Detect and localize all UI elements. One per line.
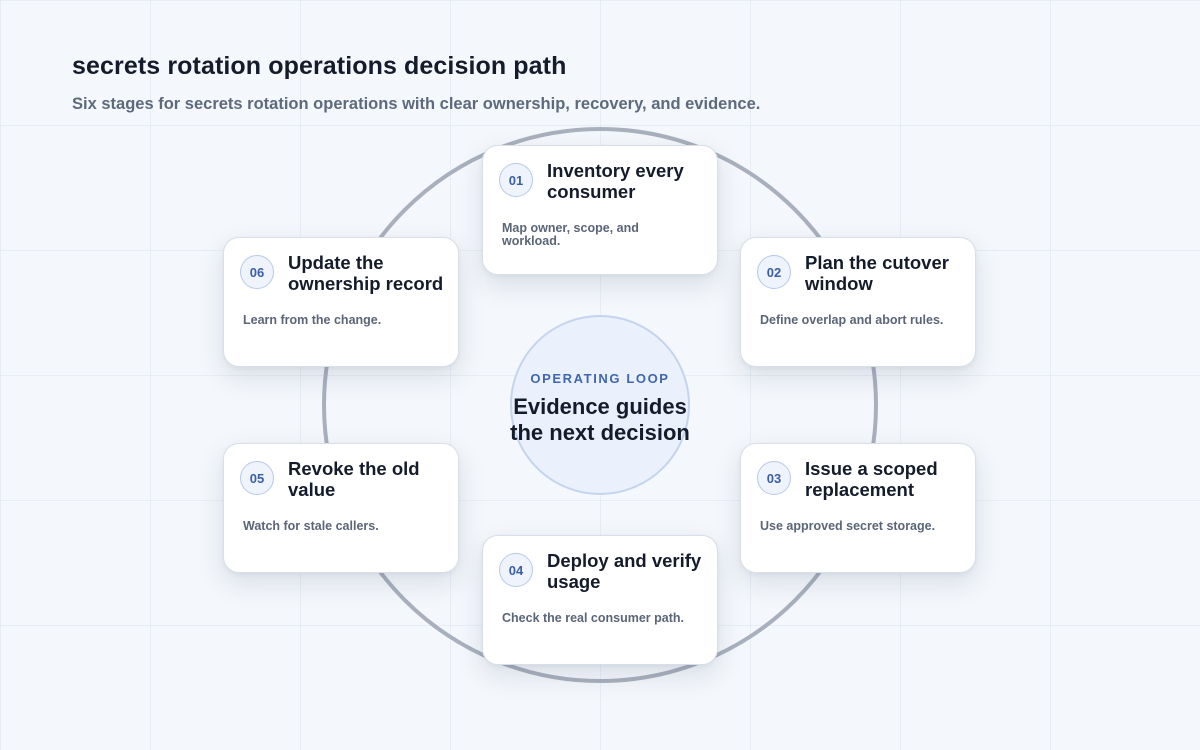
loop-ring-path xyxy=(322,127,878,683)
stage-title: Update the ownership record xyxy=(288,252,444,294)
stage-description: Use approved secret storage. xyxy=(760,519,936,533)
stage-card-06: 06 Update the ownership record Learn fro… xyxy=(223,237,459,367)
stage-description: Check the real consumer path. xyxy=(502,611,685,625)
stage-card-04: 04 Deploy and verify usage Check the rea… xyxy=(482,535,718,665)
diagram-title: secrets rotation operations decision pat… xyxy=(72,52,567,80)
stage-title: Revoke the old value xyxy=(288,458,420,500)
stage-number-badge: 01 xyxy=(499,163,533,197)
hub-kicker: OPERATING LOOP xyxy=(530,370,670,386)
stage-number-badge: 06 xyxy=(240,255,274,289)
diagram-subtitle: Six stages for secrets rotation operatio… xyxy=(72,95,761,113)
operating-loop-hub: OPERATING LOOP Evidence guides the next … xyxy=(510,315,690,495)
hub-text-line-2: the next decision xyxy=(510,419,690,445)
stage-number-badge: 02 xyxy=(757,255,791,289)
stage-description: Learn from the change. xyxy=(243,313,382,327)
stage-card-03: 03 Issue a scoped replacement Use approv… xyxy=(740,443,976,573)
stage-number-badge: 05 xyxy=(240,461,274,495)
hub-text-line-1: Evidence guides xyxy=(513,393,687,419)
stage-description: Map owner, scope, and workload. xyxy=(502,221,639,248)
stage-description: Define overlap and abort rules. xyxy=(760,313,944,327)
stage-title: Issue a scoped replacement xyxy=(805,458,938,500)
stage-description: Watch for stale callers. xyxy=(243,519,379,533)
stage-title: Plan the cutover window xyxy=(805,252,949,294)
stage-title: Inventory every consumer xyxy=(547,160,684,202)
stage-card-05: 05 Revoke the old value Watch for stale … xyxy=(223,443,459,573)
stage-title: Deploy and verify usage xyxy=(547,550,702,592)
stage-number-badge: 03 xyxy=(757,461,791,495)
stage-number-badge: 04 xyxy=(499,553,533,587)
stage-card-01: 01 Inventory every consumer Map owner, s… xyxy=(482,145,718,275)
hub-text: Evidence guides the next decision xyxy=(510,394,690,446)
stage-card-02: 02 Plan the cutover window Define overla… xyxy=(740,237,976,367)
